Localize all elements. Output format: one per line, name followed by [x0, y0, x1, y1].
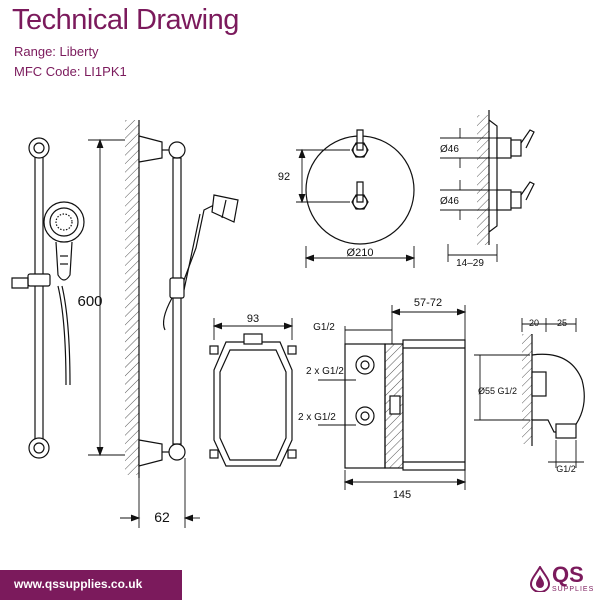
rail-front-view — [11, 137, 85, 459]
rail-side-view — [125, 120, 239, 478]
website-link[interactable]: www.qssupplies.co.uk — [14, 577, 143, 591]
label-outlet-lower: 2 x G1/2 — [298, 412, 336, 423]
dimension-body-side — [318, 305, 467, 490]
label-body-width: 93 — [247, 313, 259, 325]
page-title: Technical Drawing — [12, 4, 239, 36]
dimension-elbow — [474, 318, 584, 468]
label-elbow-offset-a: 20 — [529, 318, 539, 328]
label-elbow-offset-b: 25 — [557, 318, 567, 328]
faceplate-front — [305, 129, 415, 245]
logo-text: QS — [552, 562, 584, 587]
dimension-plate — [296, 148, 416, 268]
label-elbow-outlet: G1/2 — [556, 464, 576, 474]
label-plate-diameter: Ø210 — [347, 247, 374, 259]
dimension-rail-height — [88, 138, 125, 457]
label-body-overall: 145 — [393, 489, 411, 501]
range-label: Range: Liberty — [14, 44, 99, 59]
label-plate-depth: 14–29 — [456, 258, 484, 269]
faceplate-side — [477, 110, 535, 245]
label-rail-projection: 62 — [154, 509, 170, 525]
label-inlet-top: G1/2 — [313, 322, 335, 333]
label-elbow-diameter: Ø55 G1/2 — [478, 386, 517, 396]
label-knob-lower: Ø46 — [440, 196, 459, 207]
dimension-rail-projection — [120, 458, 200, 528]
dimension-knobs — [440, 128, 498, 262]
valve-body-back — [209, 333, 297, 467]
footer-website-bar: www.qssupplies.co.uk — [0, 570, 182, 600]
logo-subtext: SUPPLIES — [552, 586, 595, 593]
brand-logo: QS SUPPLIES — [530, 562, 596, 598]
dimension-body-width — [212, 318, 294, 340]
label-outlet-upper: 2 x G1/2 — [306, 366, 344, 377]
label-plate-height: 92 — [278, 171, 290, 183]
valve-body-side — [344, 339, 466, 471]
wall-elbow — [522, 334, 585, 446]
label-rail-height: 600 — [77, 293, 102, 310]
droplet-logo-icon — [530, 566, 550, 592]
label-body-depth: 57-72 — [414, 297, 442, 309]
label-knob-upper: Ø46 — [440, 144, 459, 155]
mfc-code-label: MFC Code: LI1PK1 — [14, 64, 127, 79]
